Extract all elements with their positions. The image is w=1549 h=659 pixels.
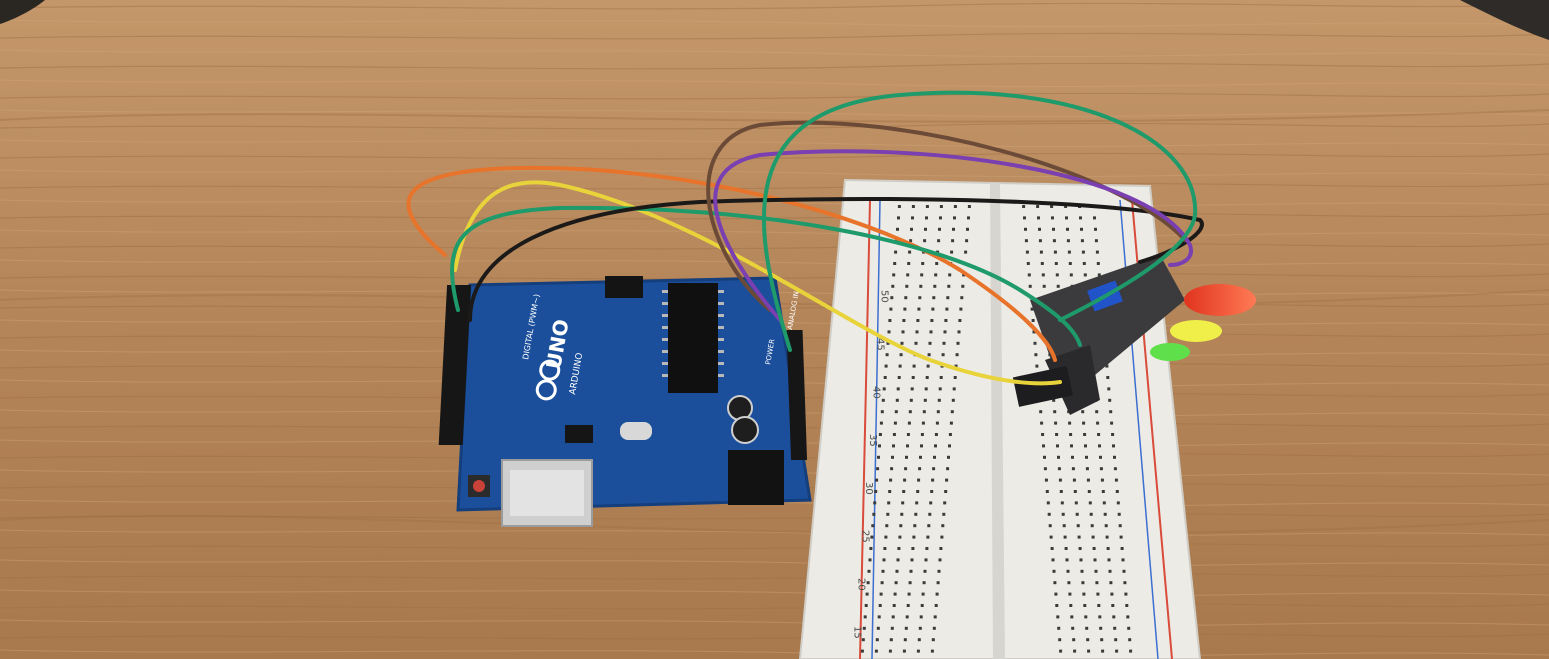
breadboard: 50 45 40 35 30 25 20 15 [798, 178, 1202, 659]
wire-orange [406, 165, 1057, 362]
traffic-light-module [1012, 255, 1256, 415]
breadboard-row-number: 50 [878, 290, 889, 303]
corner-object-left [0, 0, 45, 24]
led-yellow [1170, 320, 1222, 342]
power-header [786, 330, 808, 460]
arduino-uno-board: UNO ARDUINO DIGITAL (PWM~) POWER ANALOG … [438, 276, 812, 527]
corner-object-right [1460, 0, 1549, 40]
module-pin-header [1012, 366, 1073, 407]
breadboard-row-number: 35 [867, 434, 878, 447]
led-red [1184, 284, 1256, 316]
wire-yellow [453, 180, 1062, 386]
digital-header [438, 285, 472, 445]
icsp-header [605, 276, 643, 298]
breadboard-row-number: 20 [856, 578, 867, 591]
jumper-wires [406, 90, 1204, 386]
wire-green-right [762, 90, 1198, 352]
atmega-chip [668, 283, 718, 393]
capacitor [731, 416, 759, 444]
breadboard-row-number: 40 [871, 386, 882, 399]
breadboard-row-number: 45 [875, 338, 886, 351]
breadboard-row-number: 25 [859, 530, 870, 543]
crystal [620, 422, 652, 440]
wire-black [468, 197, 1204, 322]
wire-green-left [450, 205, 1082, 347]
breadboard-row-number: 30 [863, 482, 874, 495]
led-green [1150, 343, 1190, 361]
wire-purple [713, 149, 1193, 322]
breadboard-row-number: 15 [852, 626, 863, 639]
arduino-logo [535, 359, 561, 401]
dc-jack [728, 450, 784, 505]
capacitor [727, 395, 753, 421]
